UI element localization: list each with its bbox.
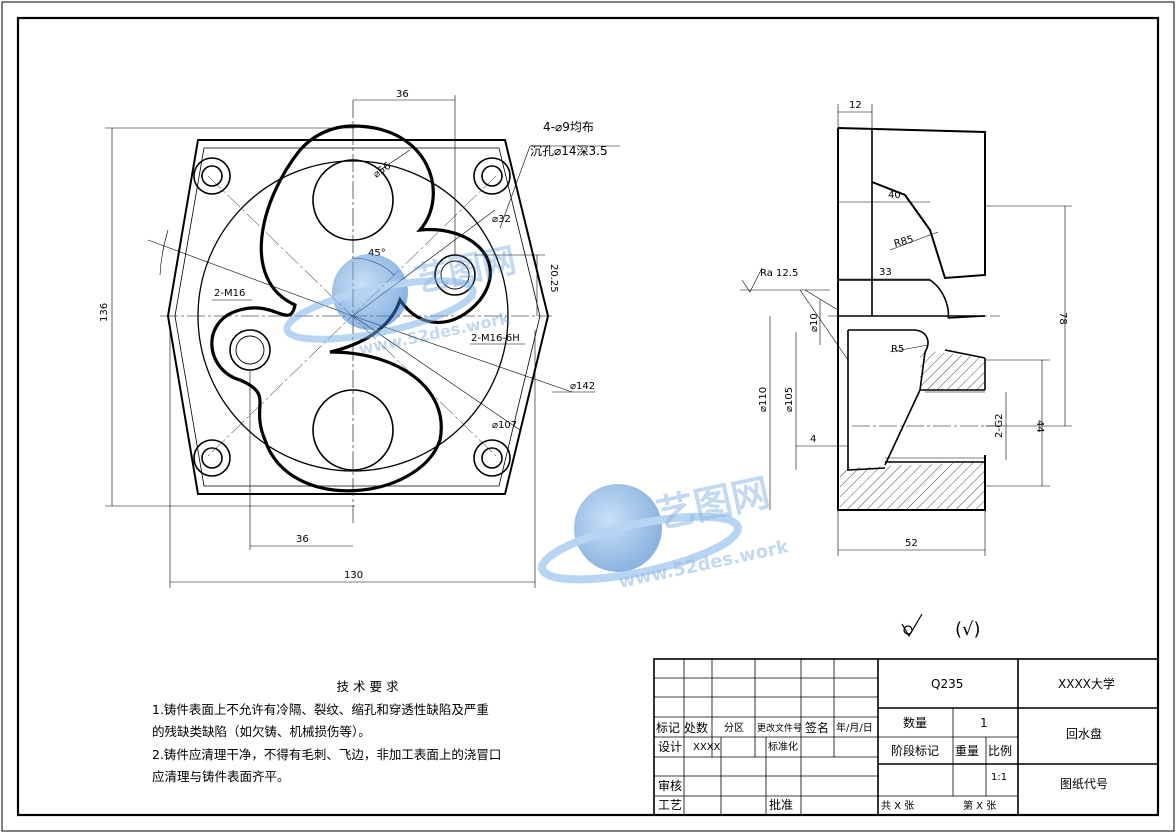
hole-note-line2: 沉孔⌀14深3.5: [530, 144, 608, 158]
tech-req-line4: 应清理与铸件表面齐平。: [152, 769, 290, 784]
label-approve: 批准: [769, 797, 793, 812]
hole-note-line1: 4-⌀9均布: [543, 120, 594, 134]
dim-40: 40: [888, 190, 901, 201]
dim-d107: ⌀107: [492, 420, 517, 431]
dim-d110: ⌀110: [758, 387, 769, 412]
tech-req-line3: 2.铸件应清理干净，不得有毛刺、飞边，非加工表面上的浇冒口: [152, 746, 502, 762]
dim-44: 44: [1034, 420, 1045, 433]
inner-border: [16, 16, 1160, 817]
surface-roughness-symbol: [901, 613, 923, 638]
dim-78: 78: [1057, 312, 1068, 325]
label-review: 审核: [658, 778, 682, 793]
dim-20-25: 20.25: [548, 264, 559, 293]
tech-req-title: 技术要求: [336, 679, 403, 694]
dim-4: 4: [810, 434, 816, 445]
label-weight: 重量: [955, 744, 979, 758]
value-scale: 1:1: [991, 772, 1007, 783]
label-mark: 标记: [656, 721, 680, 735]
dim-33: 33: [879, 267, 892, 278]
tech-req-line2: 的残缺类缺陷（如欠铸、机械损伤等）。: [152, 724, 371, 739]
label-process: 工艺: [658, 798, 682, 812]
roughness-ra: Ra 12.5: [760, 268, 798, 279]
title-drawing-no: 图纸代号: [1060, 777, 1108, 791]
label-change-doc: 更改文件号: [757, 722, 802, 734]
side-view: [740, 104, 1072, 556]
technical-requirements: 技术要求 1.铸件表面上不允许有冷隔、裂纹、缩孔和穿透性缺陷及严重 的残缺类缺陷…: [152, 676, 572, 789]
dim-d142: ⌀142: [570, 381, 595, 392]
label-design: 设计: [658, 740, 682, 754]
dim-d32: ⌀32: [492, 214, 511, 225]
label-quantity: 数量: [903, 715, 927, 730]
dim-r85: R85: [893, 234, 915, 250]
dim-12: 12: [849, 100, 862, 111]
watermark-brand-lower: 艺图网: [653, 470, 774, 537]
label-sign: 签名: [805, 720, 829, 735]
dim-d105: ⌀105: [784, 387, 795, 412]
dim-angle-45: 45°: [368, 248, 386, 259]
dim-bottom-36: 36: [296, 534, 309, 545]
label-scale: 比例: [988, 744, 1012, 758]
dim-2-g2: 2-G2: [994, 414, 1005, 438]
label-standardize: 标准化: [768, 740, 798, 753]
label-zone: 分区: [724, 722, 744, 734]
label-stage: 阶段标记: [891, 743, 939, 758]
value-designer: XXXX: [693, 742, 721, 753]
dim-d10: ⌀10: [809, 313, 820, 332]
sheet-number: 第 X 张: [963, 799, 996, 812]
label-count: 处数: [684, 720, 708, 735]
tech-req-line1: 1.铸件表面上不允许有冷隔、裂纹、缩孔和穿透性缺陷及严重: [152, 701, 489, 717]
value-quantity: 1: [980, 716, 988, 730]
thread-note-right: 2-M16-6H: [471, 333, 520, 344]
title-block: [653, 658, 1159, 816]
watermark-logo-lower: 艺图网 www.52des.work: [538, 470, 791, 593]
title-material: Q235: [931, 677, 963, 691]
title-part-name: 回水盘: [1066, 726, 1102, 741]
thread-note-left: 2-M16: [214, 288, 245, 299]
dim-52: 52: [905, 538, 918, 549]
surface-symbol-note: (√): [955, 619, 981, 640]
total-sheets: 共 X 张: [881, 800, 914, 812]
dim-width-130: 130: [344, 570, 363, 581]
dim-height-136: 136: [99, 303, 110, 322]
label-date: 年/月/日: [836, 721, 873, 734]
title-school: XXXX大学: [1058, 676, 1115, 691]
dim-r5: R5: [891, 344, 904, 355]
dim-top-36: 36: [396, 89, 409, 100]
